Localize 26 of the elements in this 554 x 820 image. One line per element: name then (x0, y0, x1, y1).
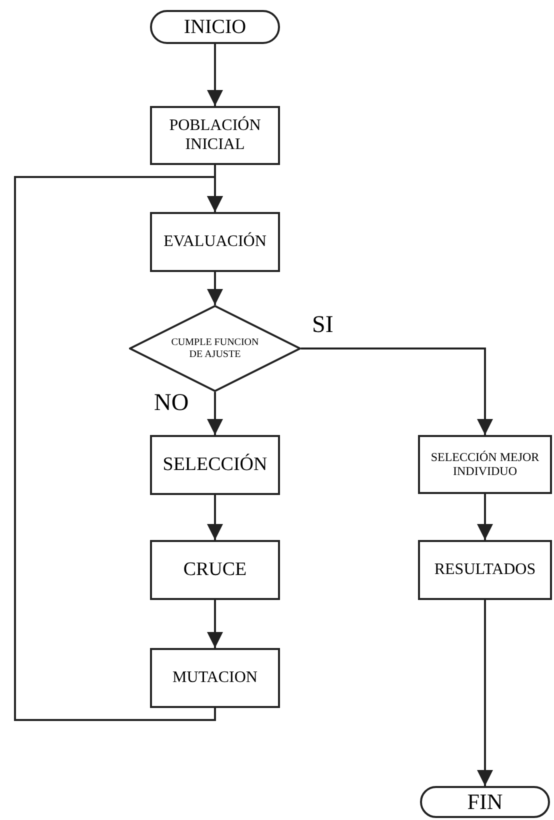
arrow (207, 600, 223, 648)
process-box (418, 540, 552, 600)
node-label: SELECCIÓN (162, 454, 268, 476)
process-box (150, 540, 280, 600)
arrow (207, 495, 223, 540)
arrow (14, 176, 223, 721)
node-label: POBLACIÓN INICIAL (168, 117, 262, 154)
node-label: EVALUACIÓN (164, 232, 266, 252)
process-box (150, 435, 280, 495)
node-label: RESULTADOS (434, 560, 536, 580)
arrow (207, 44, 223, 106)
process-box (150, 648, 280, 708)
node-label: SELECCIÓN MEJOR INDIVIDUO (430, 450, 540, 478)
arrow (207, 272, 223, 305)
arrow (301, 348, 493, 435)
node-label: MUTACION (172, 668, 258, 688)
arrow (477, 494, 493, 540)
node-label: CUMPLE FUNCION DE AJUSTE (170, 337, 260, 360)
node-label: FIN (467, 789, 503, 815)
process-box (150, 212, 280, 272)
process-box (418, 435, 552, 494)
arrow (207, 392, 223, 435)
node-label: INICIO (184, 16, 246, 38)
process-box (150, 106, 280, 165)
arrow (477, 600, 493, 786)
node-label: CRUCE (183, 559, 247, 581)
